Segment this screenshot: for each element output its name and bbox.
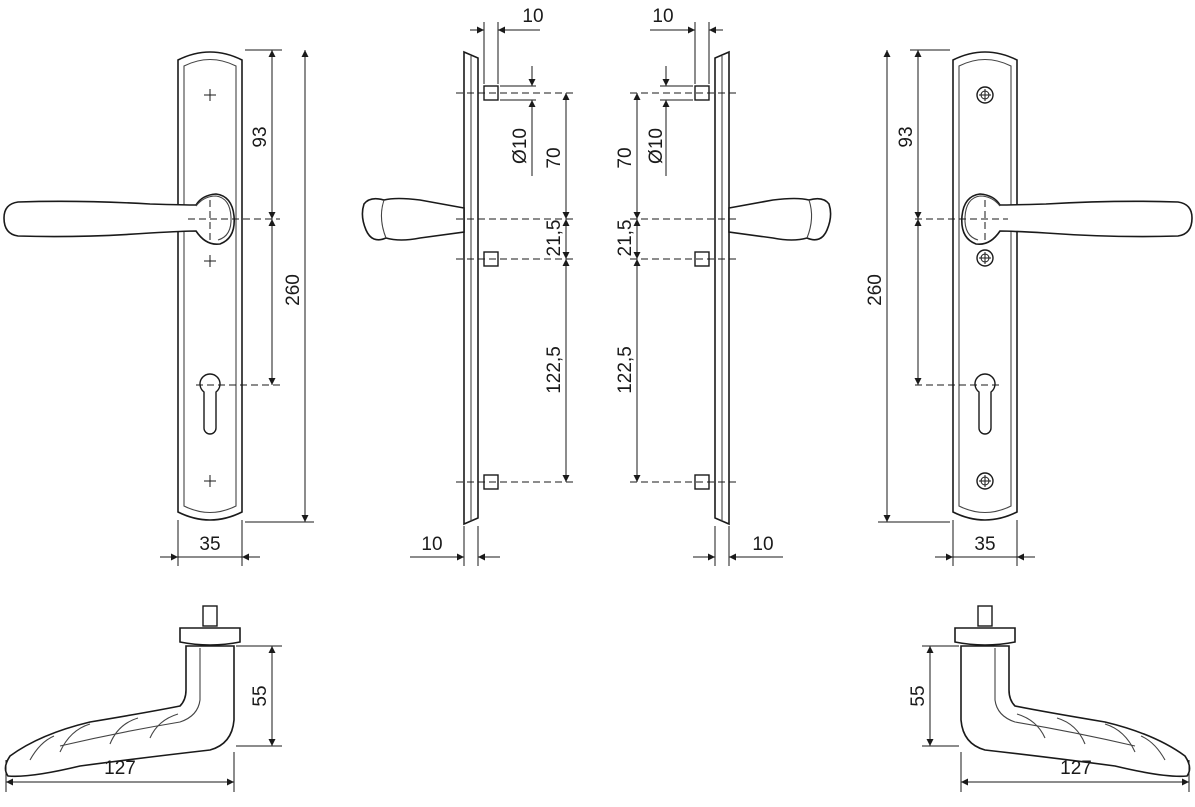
right-handle-top-view: 55 127 [908,605,1191,792]
left-dim-93-text: 93 [250,126,271,147]
left-front-rose [195,195,232,241]
right-side-dim-10-bottom-text: 10 [752,534,773,555]
right-front-lever [960,193,1193,246]
left-side-dim-10-top: 10 [470,6,544,84]
right-front-plate [952,51,1018,521]
left-handle-top-view: 55 127 [4,605,282,792]
left-dim-260: 260 [245,50,314,523]
screw-mark-bottom [204,475,216,487]
right-dim-260: 260 [865,50,950,523]
right-dim-35-text: 35 [974,534,995,555]
right-top-dim-127: 127 [960,752,1190,792]
left-top-dim-55-text: 55 [250,685,271,706]
right-side-dim-10-top: 10 [650,6,723,84]
left-side-dim-10-bottom-text: 10 [421,534,442,555]
right-side-view: 10 Ø10 70 21,5 122,5 10 [615,6,832,566]
left-front-plate-inner [183,58,237,514]
left-side-dim-122-text: 122,5 [544,346,565,394]
right-dim-35: 35 [935,520,1035,566]
left-side-dim-dia-text: Ø10 [510,128,531,164]
right-side-lever [728,197,832,241]
right-side-dim-chain: 70 21,5 122,5 [615,93,641,482]
left-dim-35: 35 [160,520,260,566]
right-dim-93-text: 93 [896,126,917,147]
keyhole-cylinder [199,373,221,435]
left-dim-35-text: 35 [199,534,220,555]
left-side-lever [361,197,465,241]
screw-mark-middle [204,255,216,267]
right-spindle [977,605,993,627]
left-front-lever [3,193,236,246]
left-side-dim-70-text: 70 [544,147,565,168]
left-side-view: 10 Ø10 70 21,5 122,5 10 [361,6,576,566]
left-spindle [202,605,218,627]
right-keyhole-cylinder [974,373,996,435]
right-front-view: 93 260 35 [865,49,1193,566]
screw-rose-top [976,86,994,104]
right-top-dim-55: 55 [908,645,959,747]
right-top-dim-55-text: 55 [908,685,929,706]
right-side-dim-10-top-text: 10 [652,6,673,27]
right-side-dim-70-text: 70 [615,147,636,168]
right-side-dim-10-bottom: 10 [693,526,783,566]
left-side-dim-21-text: 21,5 [544,220,565,257]
left-front-plate [177,51,243,521]
left-front-view: 93 260 35 [3,49,314,566]
right-side-dim-dia: Ø10 [646,66,670,176]
left-top-dim-127: 127 [5,752,235,792]
right-side-dim-122-text: 122,5 [615,346,636,394]
screw-rose-bottom [976,472,994,490]
left-side-dim-10-top-text: 10 [522,6,543,27]
screw-mark-top [204,89,216,101]
right-side-dim-21-text: 21,5 [615,220,636,257]
left-top-dim-55: 55 [236,645,282,747]
left-dim-260-text: 260 [283,274,304,306]
left-dim-93: 93 [245,49,282,385]
left-side-dim-10-bottom: 10 [410,526,500,566]
right-rose-collar [954,627,1016,646]
right-top-dim-127-text: 127 [1060,758,1092,779]
right-front-rose [964,195,1001,241]
right-front-plate-inner [958,58,1012,514]
right-dim-260-text: 260 [865,274,886,306]
right-side-dim-dia-text: Ø10 [646,128,667,164]
left-rose-collar [179,627,241,646]
left-side-dim-chain: 70 21,5 122,5 [544,93,570,482]
left-handle-body [4,645,235,778]
left-side-dim-dia: Ø10 [510,66,536,176]
screw-rose-middle [976,249,994,267]
right-dim-93: 93 [896,49,950,385]
left-top-dim-127-text: 127 [104,758,136,779]
